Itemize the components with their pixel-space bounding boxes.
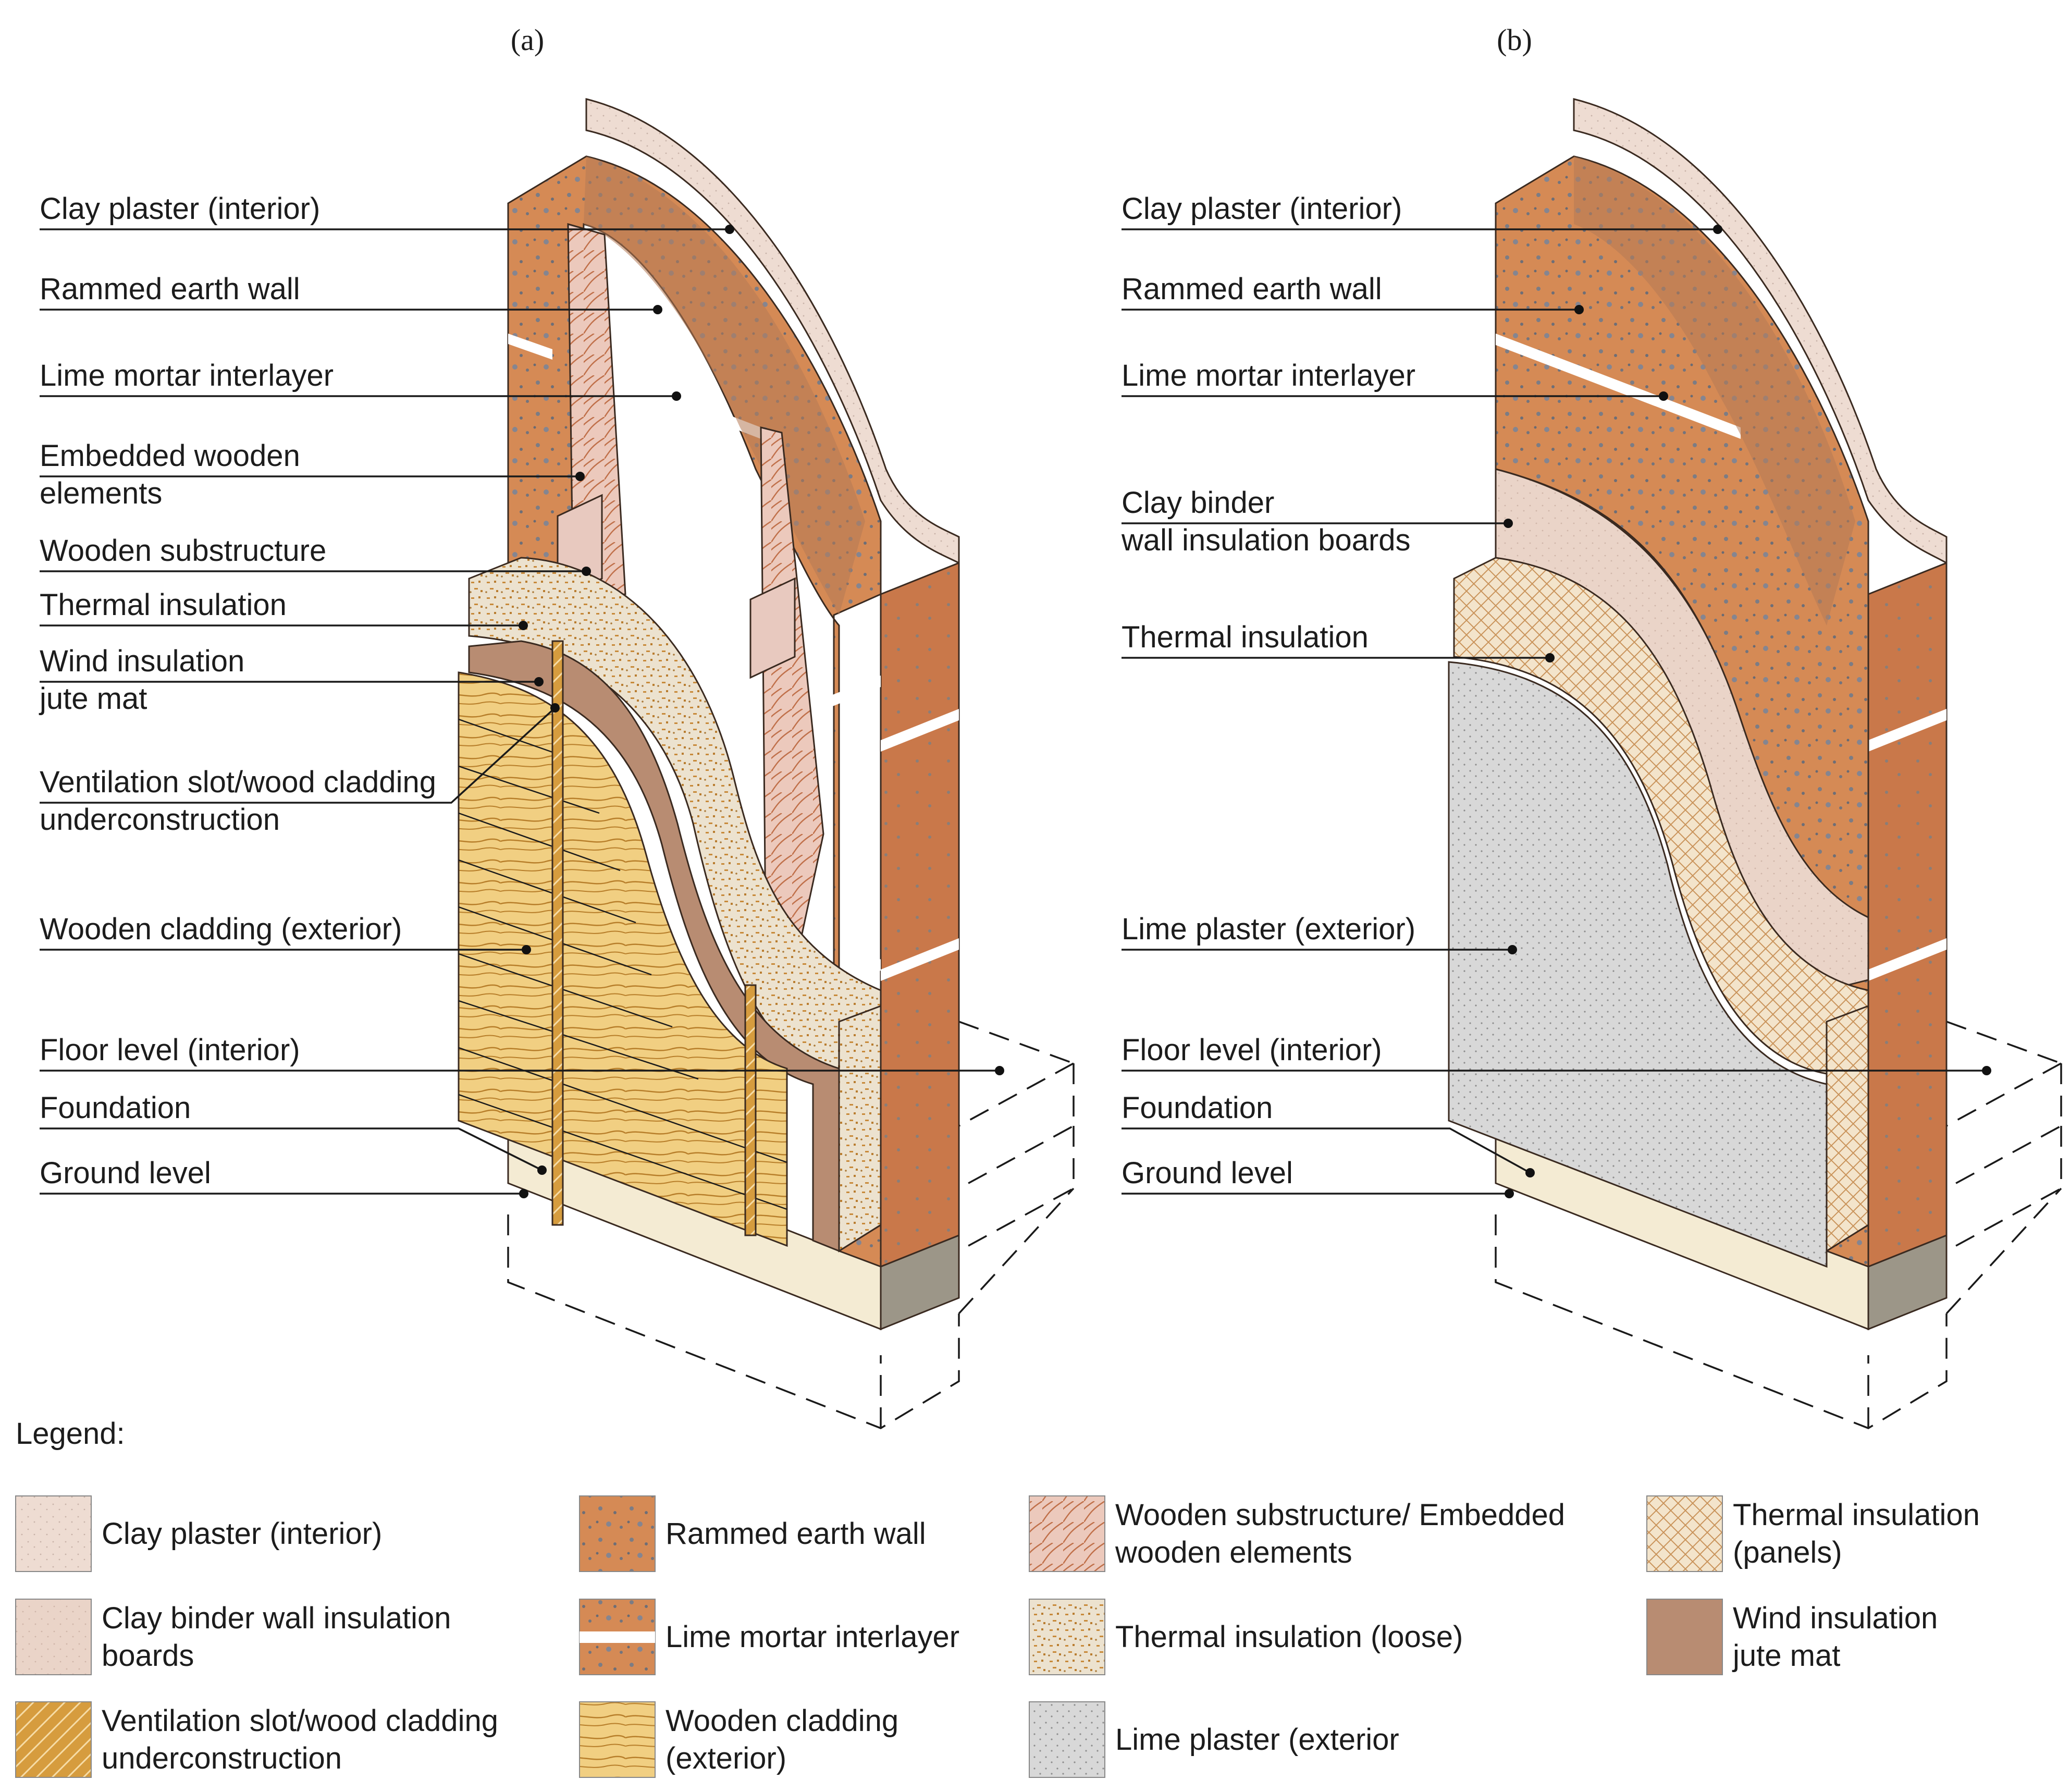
panel-b-clay-plaster [1573, 98, 1948, 564]
panel-a-label-thermal-insulation: Thermal insulation [40, 588, 287, 622]
panel-b-label-lime-plaster: Lime plaster (exterior) [1122, 912, 1415, 946]
legend-swatch-jute [1646, 1599, 1723, 1675]
legend-label-rammed-earth: Rammed earth wall [666, 1517, 926, 1551]
panel-a-labels: Clay plaster (interior) Rammed earth wal… [39, 192, 436, 1190]
legend-label-lime-mortar: Lime mortar interlayer [666, 1620, 959, 1654]
panel-a-label-floor-level: Floor level (interior) [40, 1033, 300, 1067]
legend-label-insul-loose: Thermal insulation (loose) [1115, 1620, 1463, 1654]
panel-a-label-ground-level: Ground level [40, 1156, 211, 1190]
panel-b-caption: (b) [1497, 23, 1532, 57]
panel-a-ventilation-batten-2 [744, 984, 757, 1236]
panel-b-label-floor-level: Floor level (interior) [1122, 1033, 1382, 1067]
panel-a-clay-plaster [585, 98, 960, 564]
panel-b-label-lime-mortar: Lime mortar interlayer [1122, 359, 1415, 392]
panel-a-earth-side [880, 561, 960, 1268]
panel-a-ventilation-batten-1 [551, 640, 564, 1226]
panel-a-label-foundation: Foundation [40, 1091, 191, 1125]
panel-b-label-rammed-earth: Rammed earth wall [1122, 272, 1382, 306]
legend-swatch-lime-plaster [1029, 1701, 1105, 1778]
legend-swatch-insul-panels [1646, 1495, 1723, 1572]
panel-b-earth-side [1867, 561, 1948, 1268]
panel-a-label-wooden-substructure: Wooden substructure [40, 534, 326, 568]
panel-a-label-rammed-earth: Rammed earth wall [40, 272, 300, 306]
legend-label-lime-plaster: Lime plaster (exterior [1115, 1723, 1399, 1757]
legend-swatch-clay-binder [15, 1599, 92, 1675]
legend-swatch-wood-sub [1029, 1495, 1105, 1572]
panel-a-label-lime-mortar: Lime mortar interlayer [40, 359, 334, 392]
panel-b-labels: Clay plaster (interior) Rammed earth wal… [1121, 192, 1415, 1190]
panel-b-diagram: (b) [1122, 23, 2062, 1429]
legend-swatch-cladding [579, 1701, 656, 1778]
legend: Legend: Clay plaster (interior) Rammed ea… [15, 1417, 1980, 1778]
legend-swatch-clay-plaster [15, 1495, 92, 1572]
panel-a-foundation-outline [507, 1021, 1075, 1429]
panel-b-leaders [1122, 225, 1991, 1198]
panel-a-label-wooden-cladding: Wooden cladding (exterior) [40, 912, 402, 946]
panel-b-label-foundation: Foundation [1122, 1091, 1273, 1125]
panel-a-jute-mat [468, 640, 840, 1253]
legend-swatch-rammed-earth [579, 1495, 656, 1572]
legend-swatch-insul-loose [1029, 1599, 1105, 1675]
panel-a-label-clay-plaster: Clay plaster (interior) [40, 192, 320, 226]
legend-items: Clay plaster (interior) Rammed earth wall… [15, 1495, 1980, 1778]
panel-a-caption: (a) [511, 23, 544, 57]
panel-b-label-thermal-insulation: Thermal insulation [1122, 620, 1369, 654]
legend-swatch-ventilation [15, 1701, 92, 1778]
legend-title: Legend: [16, 1417, 125, 1451]
panel-a-earth-arc [584, 156, 865, 615]
panel-a-diagram: (a) [40, 23, 1075, 1429]
panel-b-foundation-outline [1495, 1021, 2062, 1429]
legend-label-cladding: Wooden cladding(exterior) [666, 1704, 898, 1775]
panel-b-label-ground-level: Ground level [1122, 1156, 1293, 1190]
panel-b-label-clay-plaster: Clay plaster (interior) [1122, 192, 1402, 226]
legend-label-insul-panels: Thermal insulation(panels) [1733, 1498, 1980, 1569]
panel-b-lime-plaster [1448, 661, 1828, 1268]
panel-a-wood-block-2 [749, 577, 796, 679]
legend-label-clay-plaster: Clay plaster (interior) [102, 1517, 382, 1551]
panel-a-leaders [40, 225, 1004, 1198]
